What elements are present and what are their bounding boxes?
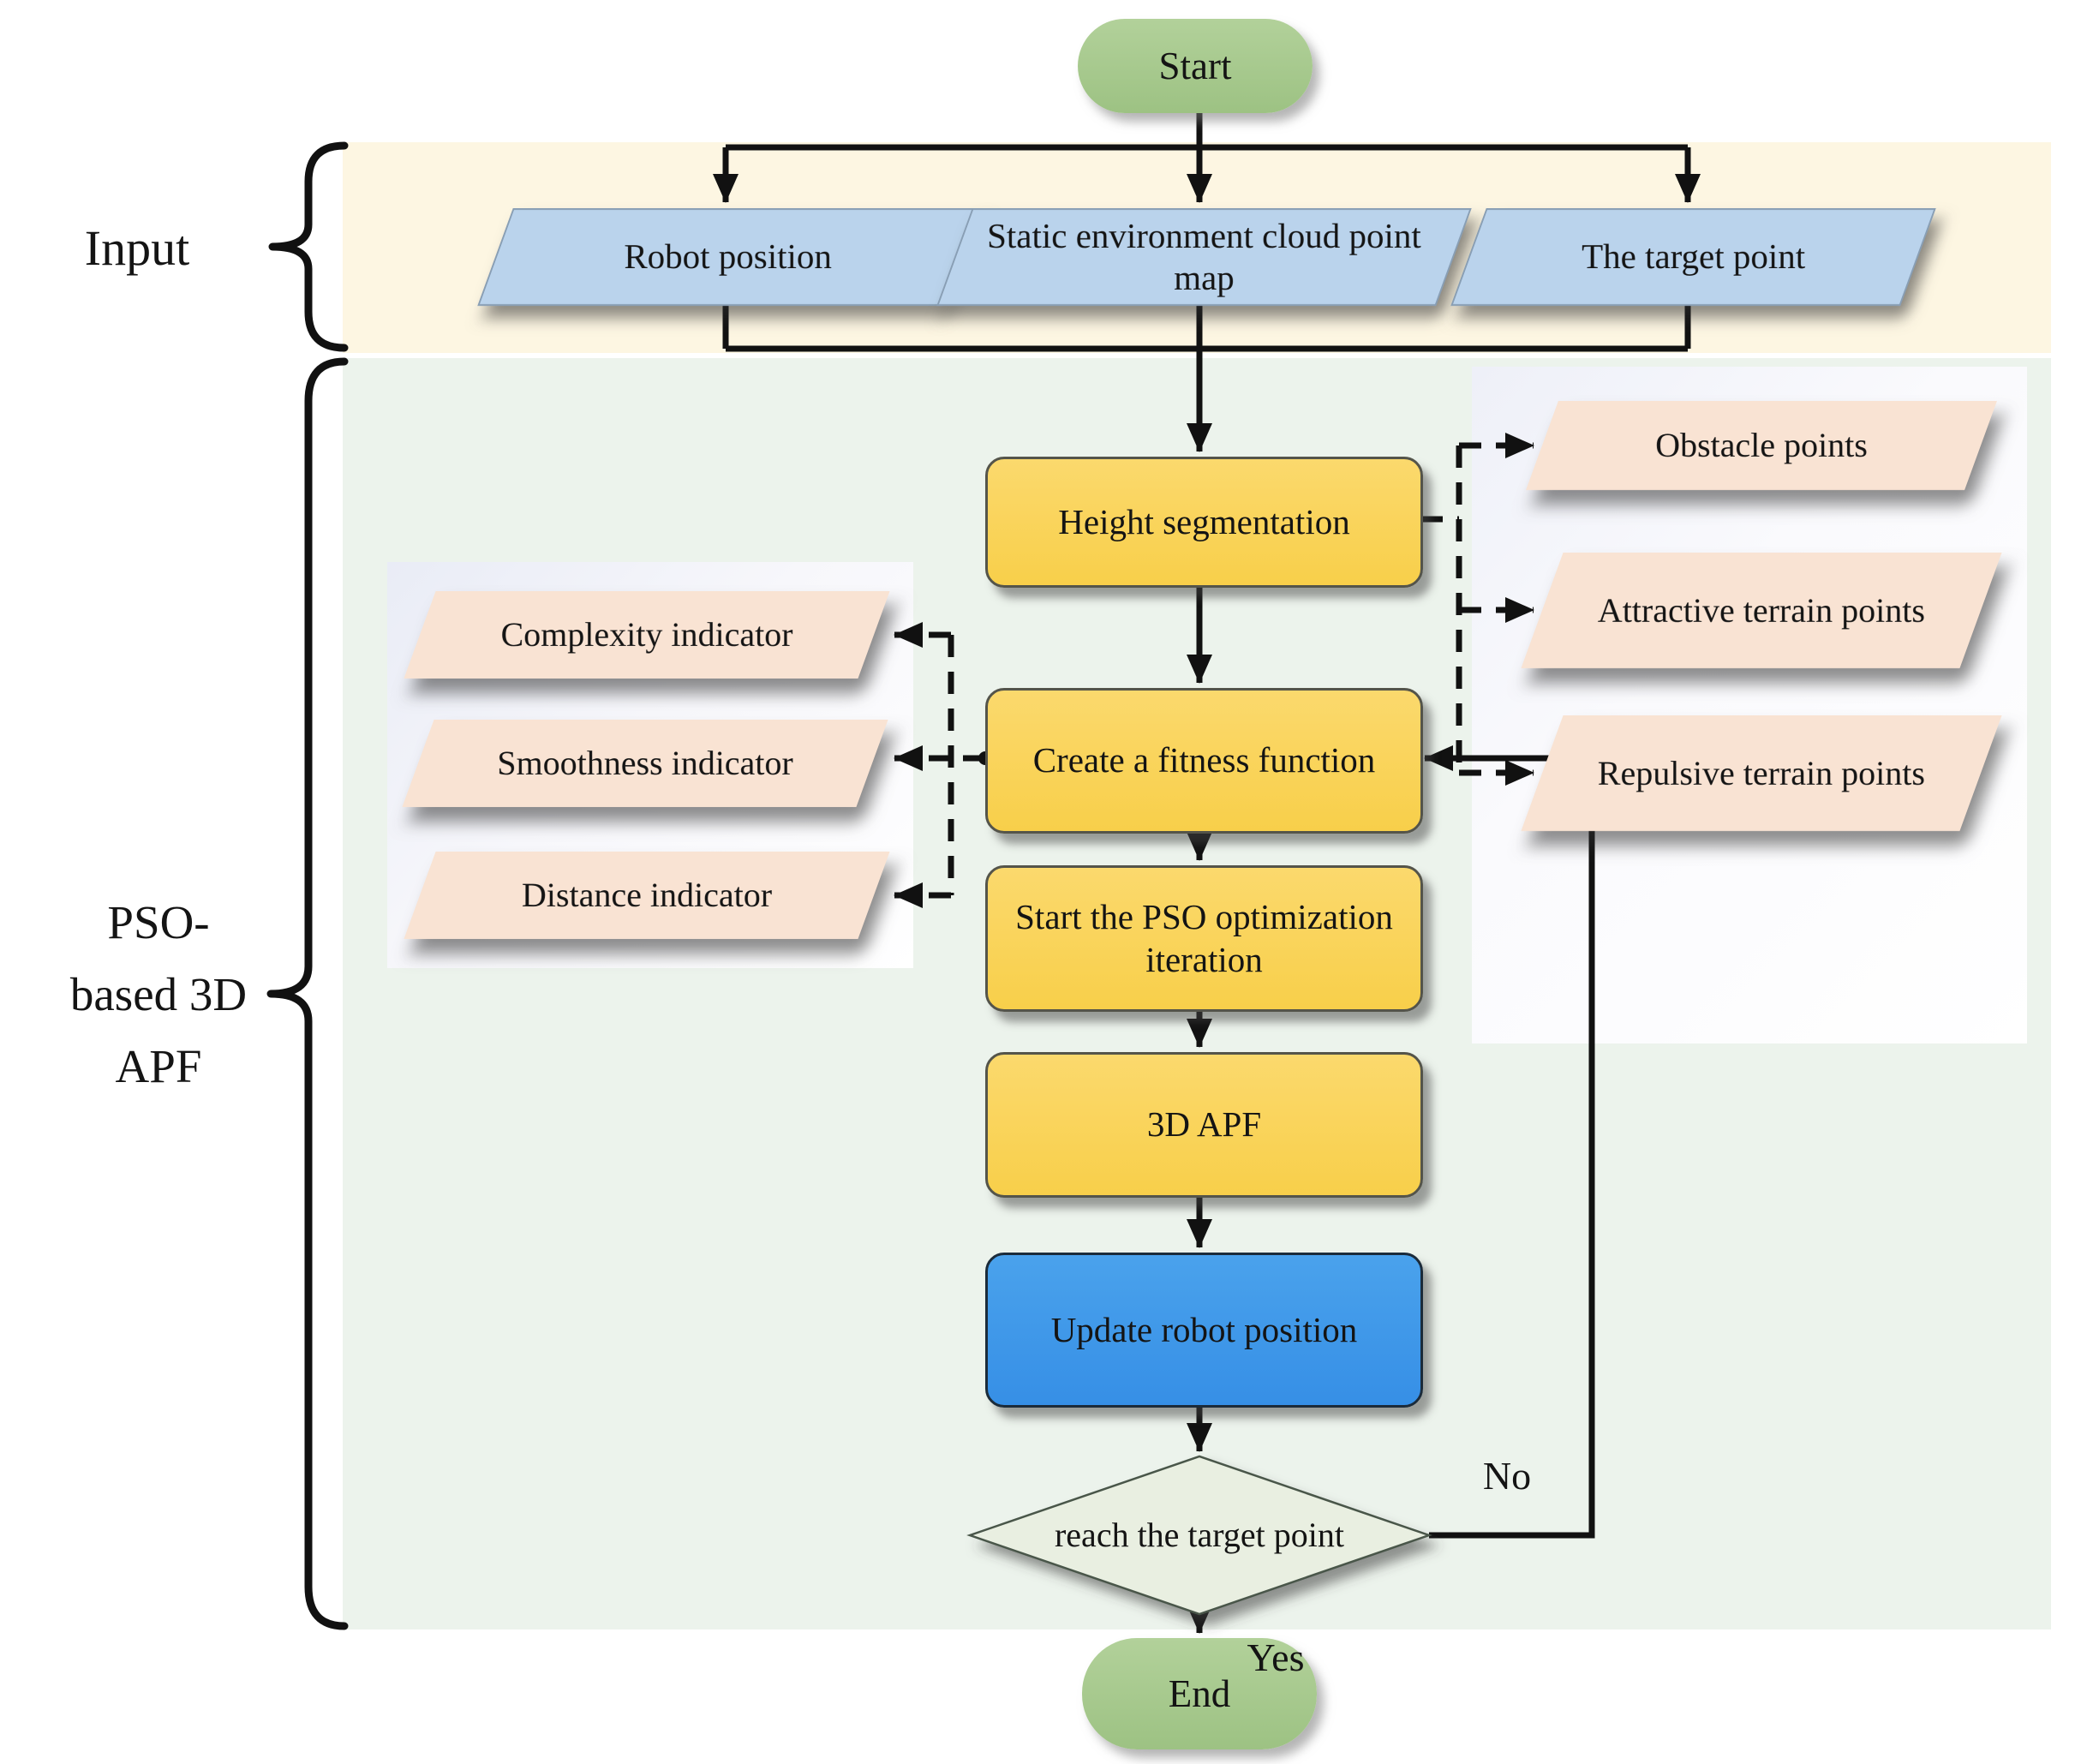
- create-fitness-label: Create a fitness function: [1032, 740, 1376, 780]
- update-robot-position-step: Update robot position: [985, 1253, 1423, 1408]
- robot-position-label: Robot position: [624, 236, 832, 277]
- start-terminal: Start: [1078, 19, 1313, 113]
- repulsive-terrain-io: Repulsive terrain points: [1521, 715, 2002, 831]
- create-fitness-step: Create a fitness function: [985, 688, 1423, 834]
- no-branch-label: No: [1482, 1453, 1532, 1498]
- apf-3d-step: 3D APF: [985, 1052, 1423, 1198]
- reach-target-label: reach the target point: [1054, 1516, 1344, 1554]
- smoothness-indicator-io: Smoothness indicator: [402, 720, 888, 807]
- target-point-io: The target point: [1450, 208, 1936, 306]
- pso-zone-label-line3: APF: [115, 1040, 202, 1092]
- static-map-io: Static environment cloud point map: [936, 208, 1472, 306]
- complexity-indicator-label: Complexity indicator: [500, 615, 793, 654]
- start-label: Start: [1158, 45, 1232, 87]
- end-label: End: [1168, 1672, 1231, 1715]
- input-zone-label: Input: [84, 220, 190, 276]
- start-pso-iteration-step: Start the PSO optimization iteration: [985, 865, 1423, 1012]
- update-robot-position-label: Update robot position: [1050, 1309, 1358, 1349]
- pso-zone-label-line1: PSO-: [107, 896, 210, 948]
- distance-indicator-label: Distance indicator: [521, 876, 773, 914]
- smoothness-indicator-label: Smoothness indicator: [497, 744, 793, 782]
- attractive-terrain-io: Attractive terrain points: [1521, 553, 2002, 668]
- input-zone-brace: [268, 141, 349, 352]
- robot-position-io: Robot position: [477, 208, 978, 306]
- reach-target-decision: reach the target point: [994, 1504, 1405, 1566]
- end-terminal: End: [1082, 1638, 1317, 1749]
- attractive-terrain-label: Attractive terrain points: [1597, 590, 1926, 630]
- height-segmentation-step: Height segmentation: [985, 457, 1423, 588]
- obstacle-points-label: Obstacle points: [1655, 426, 1868, 464]
- static-map-label: Static environment cloud point map: [987, 215, 1421, 297]
- apf-3d-label: 3D APF: [1146, 1104, 1262, 1145]
- complexity-indicator-io: Complexity indicator: [404, 591, 890, 679]
- pso-zone-label: PSO- based 3D APF: [13, 887, 304, 1103]
- target-point-label: The target point: [1581, 236, 1806, 277]
- pso-zone-label-line2: based 3D: [69, 968, 248, 1020]
- height-segmentation-label: Height segmentation: [1058, 501, 1350, 541]
- obstacle-points-io: Obstacle points: [1526, 401, 1997, 490]
- distance-indicator-io: Distance indicator: [404, 852, 890, 939]
- yes-branch-label: Yes: [1247, 1635, 1305, 1679]
- start-pso-iteration-label: Start the PSO optimization iteration: [1015, 897, 1393, 979]
- repulsive-terrain-label: Repulsive terrain points: [1597, 753, 1926, 792]
